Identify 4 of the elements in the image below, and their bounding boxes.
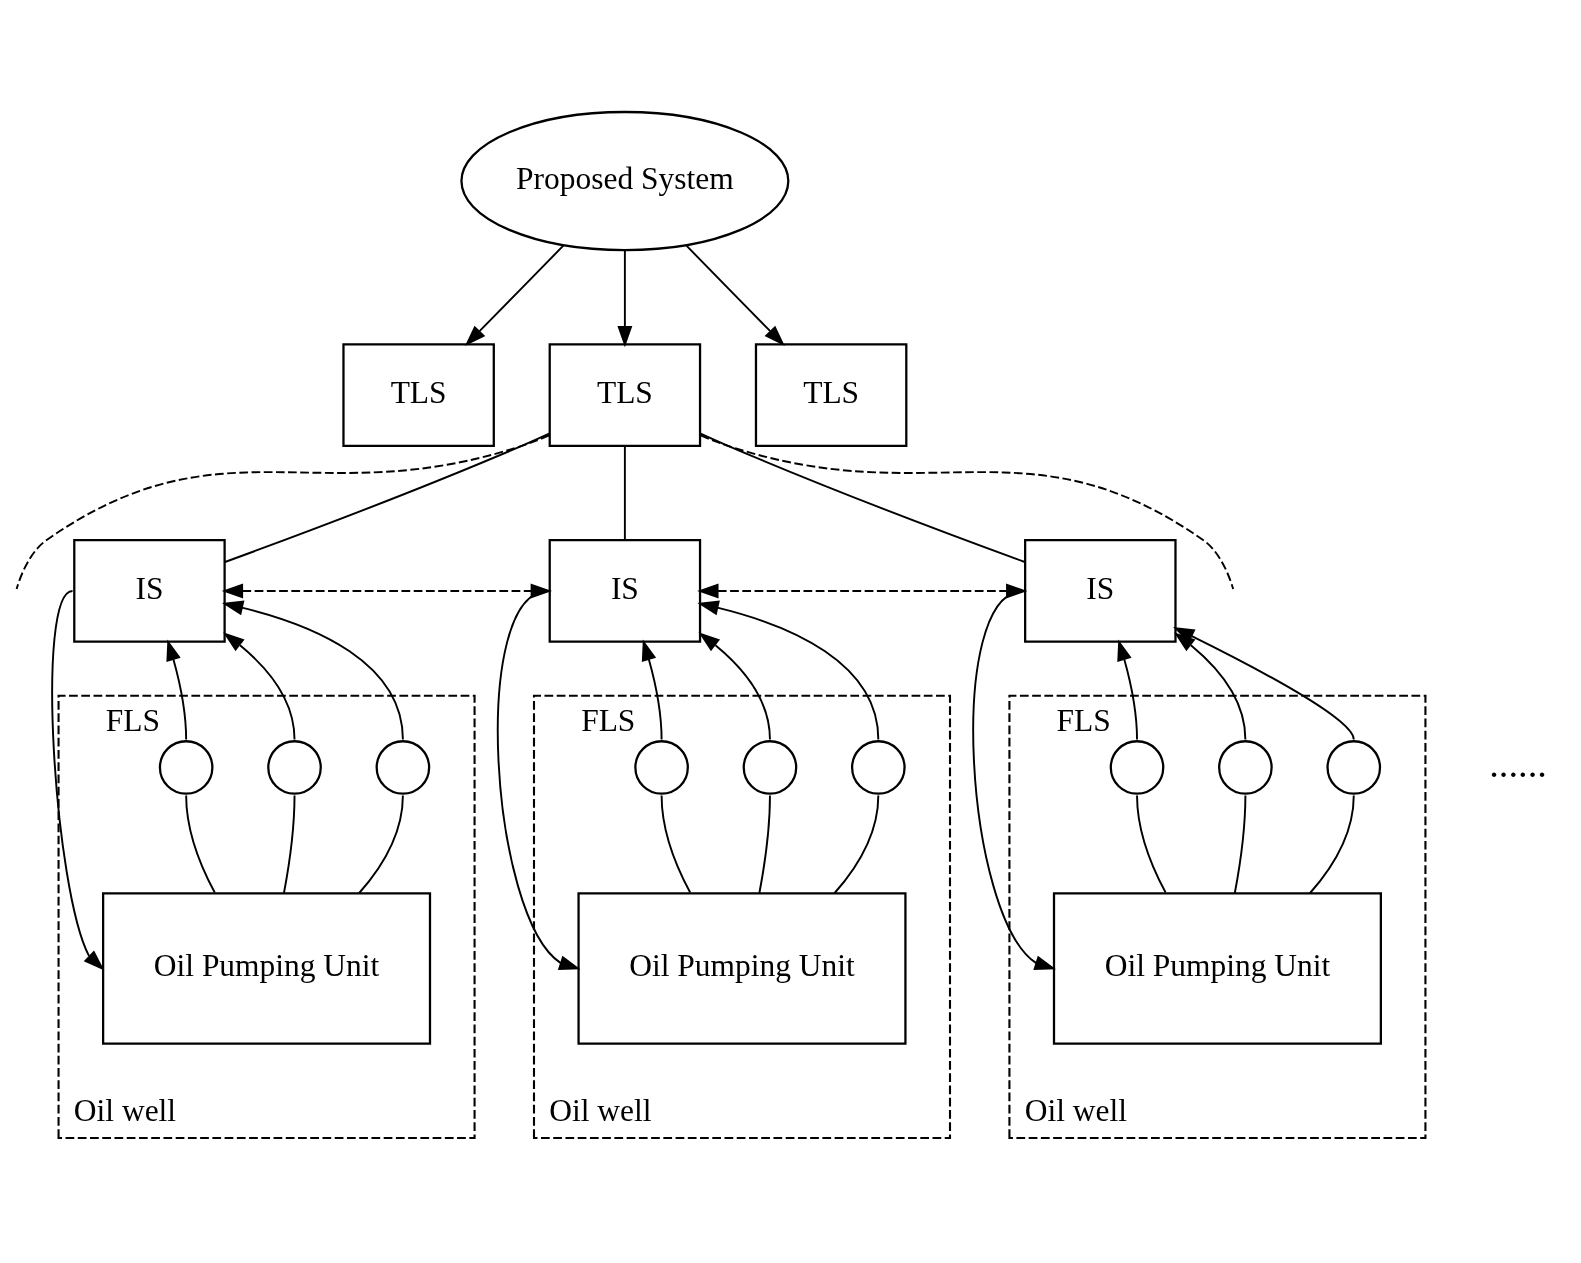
node-label: FLS [581, 702, 636, 738]
node-label: FLS [105, 702, 160, 738]
node-label: FLS [1056, 702, 1111, 738]
label: ...... [1489, 742, 1547, 785]
